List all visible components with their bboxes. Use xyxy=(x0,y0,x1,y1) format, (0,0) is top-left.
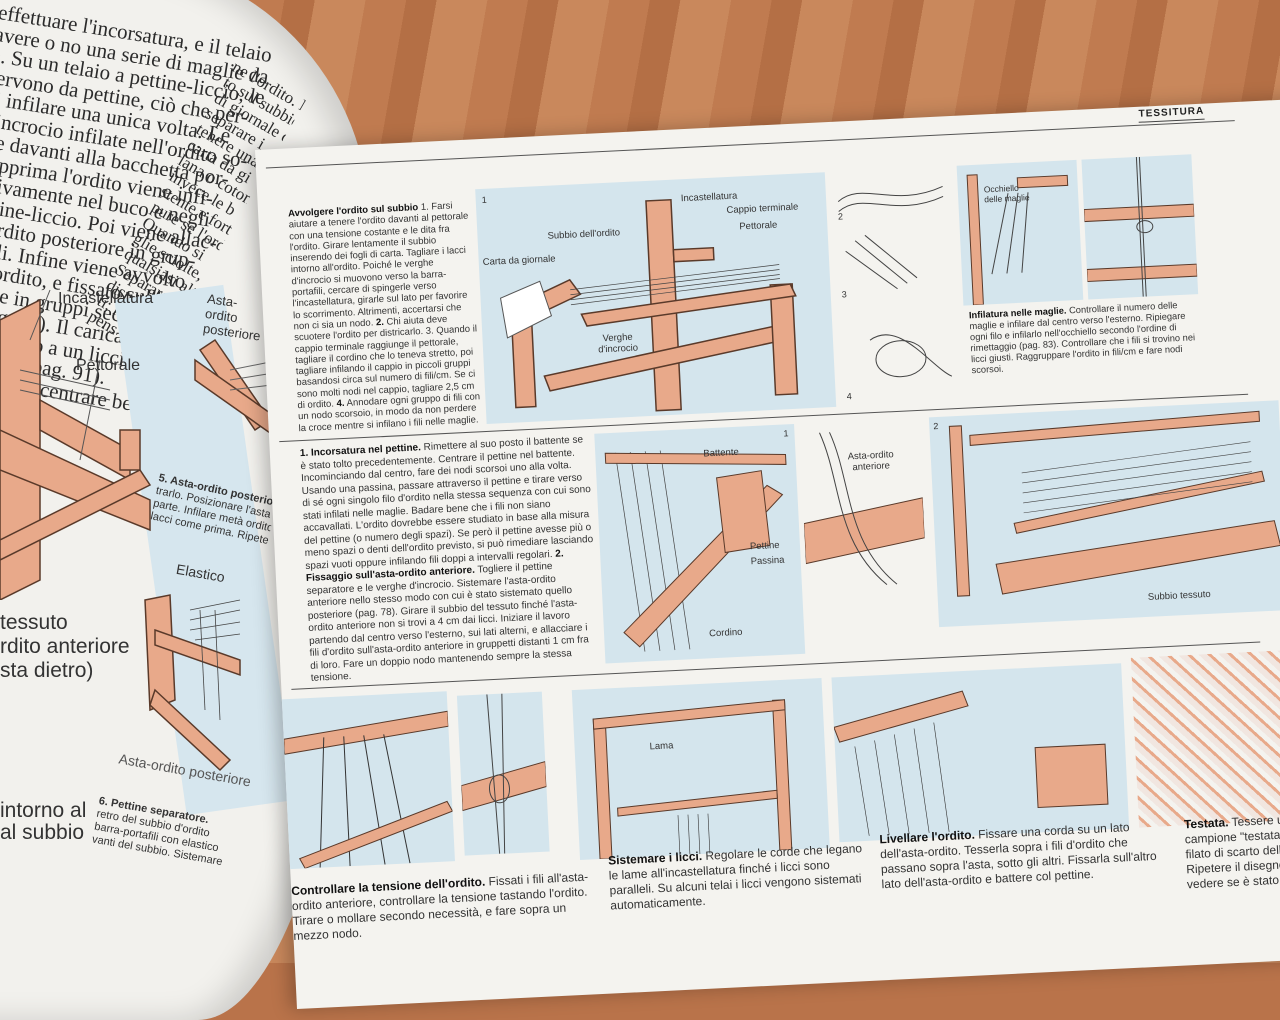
loom-back-illustration xyxy=(144,594,241,772)
figure-reed-threading: 1 Battente Pettine Passina Cordino xyxy=(594,423,806,664)
figure-number: 1 xyxy=(481,194,487,205)
caption-livellare: Livellare l'ordito. Fissare una corda su… xyxy=(879,818,1172,892)
avvolgere-step2: 2. xyxy=(375,316,385,329)
caption-tension: Controllare la tensione dell'ordito. Fis… xyxy=(291,869,594,944)
big-label-3: sta dietro) xyxy=(0,659,94,682)
incorsatura-text: 1. Incorsatura nel pettine. Rimettere al… xyxy=(300,434,601,685)
figure-tension xyxy=(281,691,455,870)
label: Pettorale xyxy=(739,219,778,233)
label: Lama xyxy=(649,740,674,753)
label: Pettine xyxy=(749,539,780,553)
label-occhiello: Occhiello delle maglie xyxy=(983,182,1030,205)
label: Battente xyxy=(703,446,740,460)
big-label-4: intorno al xyxy=(0,799,87,822)
figure-2-loom: 2 Subbio tessuto xyxy=(928,400,1280,628)
figure-1-warp-beam: 1 Incastellatura Cappio terminale Subbio… xyxy=(475,172,837,425)
label-incastellatura: Incastellatura xyxy=(58,290,154,307)
label-pettorale: Pettorale xyxy=(76,357,141,374)
figure-heddle-eyes: Occhiello delle maglie xyxy=(956,159,1084,306)
loom-side-illustration xyxy=(0,289,280,600)
avvolgere-step4: 4. xyxy=(336,397,345,410)
figure-level-warp xyxy=(831,663,1130,843)
big-label-2: rdito anteriore xyxy=(0,635,130,658)
figure-number: 3 xyxy=(841,289,848,300)
figure-front-stick: Asta-ordito anteriore xyxy=(799,417,928,594)
caption-title: Testata. xyxy=(1183,815,1229,832)
avvolgere-text: Avvolgere l'ordito sul subbio 1. Farsi a… xyxy=(288,199,484,434)
caption-licci: Sistemare i licci. Regolare le corde che… xyxy=(608,841,871,914)
big-label-1: tessuto xyxy=(0,611,68,634)
figure-number: 1 xyxy=(783,428,789,439)
figure-number: 2 xyxy=(933,420,939,432)
infilatura-caption: Infilatura nelle maglie. Controllare il … xyxy=(969,299,1207,376)
avvolgere-body: 1. Farsi aiutare a tenere l'ordito davan… xyxy=(288,200,469,333)
label: Asta-ordito anteriore xyxy=(847,449,894,474)
right-page: TESSITURA Avvolgere l'ordito sul subbio … xyxy=(255,97,1280,1009)
label: Verghe d'incrocio xyxy=(597,331,639,356)
figure-half-knot xyxy=(456,691,550,856)
figure-number: 4 xyxy=(846,391,852,402)
big-label-5: al subbio xyxy=(0,821,85,844)
label: Passina xyxy=(750,554,785,568)
figures-2-3-4: 2 3 4 xyxy=(831,165,964,407)
figure-testata-pattern xyxy=(1130,649,1280,828)
label: Cordino xyxy=(708,626,743,640)
figure-number: 2 xyxy=(837,211,844,222)
section-header: TESSITURA xyxy=(1138,105,1205,123)
caption-testata: Testata. Tessere un campione "testata". … xyxy=(1184,810,1280,893)
label-asta-ordito-posteriore: Asta-ordito posteriore xyxy=(202,291,262,344)
figure-heddles: Lama xyxy=(571,677,830,860)
figure-knot xyxy=(1081,154,1199,300)
